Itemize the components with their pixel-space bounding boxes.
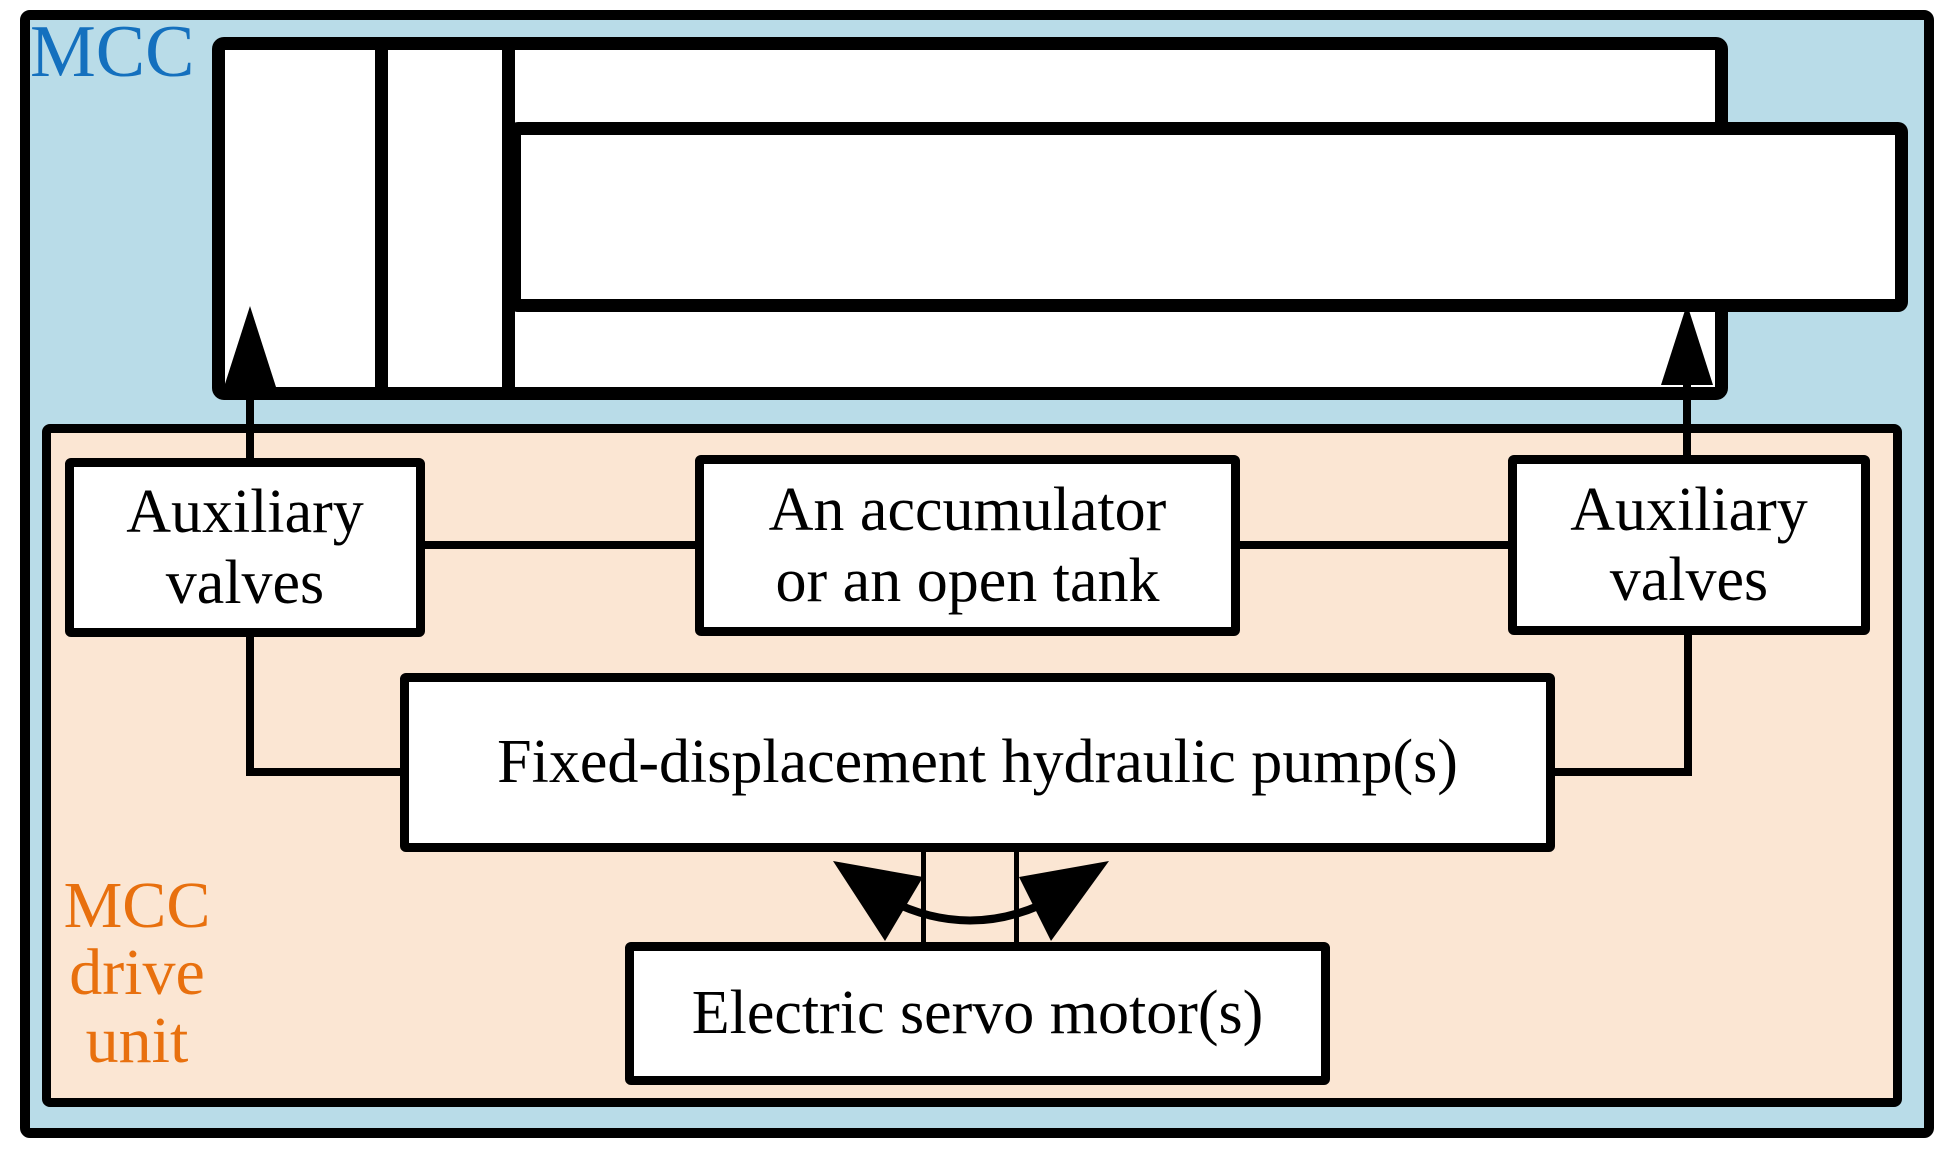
node-electric-servo-motor: Electric servo motor(s) — [625, 942, 1330, 1085]
line-left-to-pump — [246, 768, 404, 776]
node-electric-servo-motor-label: Electric servo motor(s) — [691, 979, 1264, 1048]
line-pump-motor-shaft-left — [921, 850, 926, 946]
node-auxiliary-valves-right: Auxiliary valves — [1508, 455, 1870, 635]
node-auxiliary-valves-left: Auxiliary valves — [65, 458, 425, 637]
node-auxiliary-valves-left-line1: Auxiliary — [126, 478, 364, 547]
node-accumulator-or-tank: An accumulator or an open tank — [695, 455, 1240, 636]
line-accumulator-to-right-valves — [1240, 541, 1508, 549]
line-left-valves-to-cylinder — [246, 383, 254, 467]
line-left-valves-down — [246, 633, 254, 776]
node-hydraulic-pump: Fixed-displacement hydraulic pump(s) — [400, 673, 1555, 852]
line-pump-to-right — [1551, 768, 1692, 776]
node-auxiliary-valves-right-line1: Auxiliary — [1570, 475, 1808, 544]
node-hydraulic-pump-label: Fixed-displacement hydraulic pump(s) — [497, 728, 1458, 797]
mcc-drive-unit-label-line3: unit — [85, 1003, 189, 1077]
node-accumulator-line2: or an open tank — [775, 546, 1160, 615]
line-pump-motor-shaft-right — [1014, 850, 1019, 946]
mcc-drive-unit-label-line2: drive — [69, 936, 205, 1010]
line-right-valves-down — [1684, 631, 1692, 776]
mcc-system-label: MCC — [30, 11, 195, 93]
node-auxiliary-valves-left-line2: valves — [165, 548, 325, 617]
line-right-valves-to-cylinder — [1683, 381, 1691, 464]
line-left-valves-to-accumulator — [425, 541, 695, 549]
mcc-drive-unit-label-line1: MCC — [63, 869, 211, 942]
cylinder-piston-line-left — [375, 48, 388, 389]
node-auxiliary-valves-right-line2: valves — [1609, 546, 1769, 614]
mcc-drive-unit-label: MCC drive unit — [52, 872, 222, 1074]
node-accumulator-line1: An accumulator — [768, 476, 1167, 545]
hydraulic-cylinder-rod — [508, 122, 1908, 312]
